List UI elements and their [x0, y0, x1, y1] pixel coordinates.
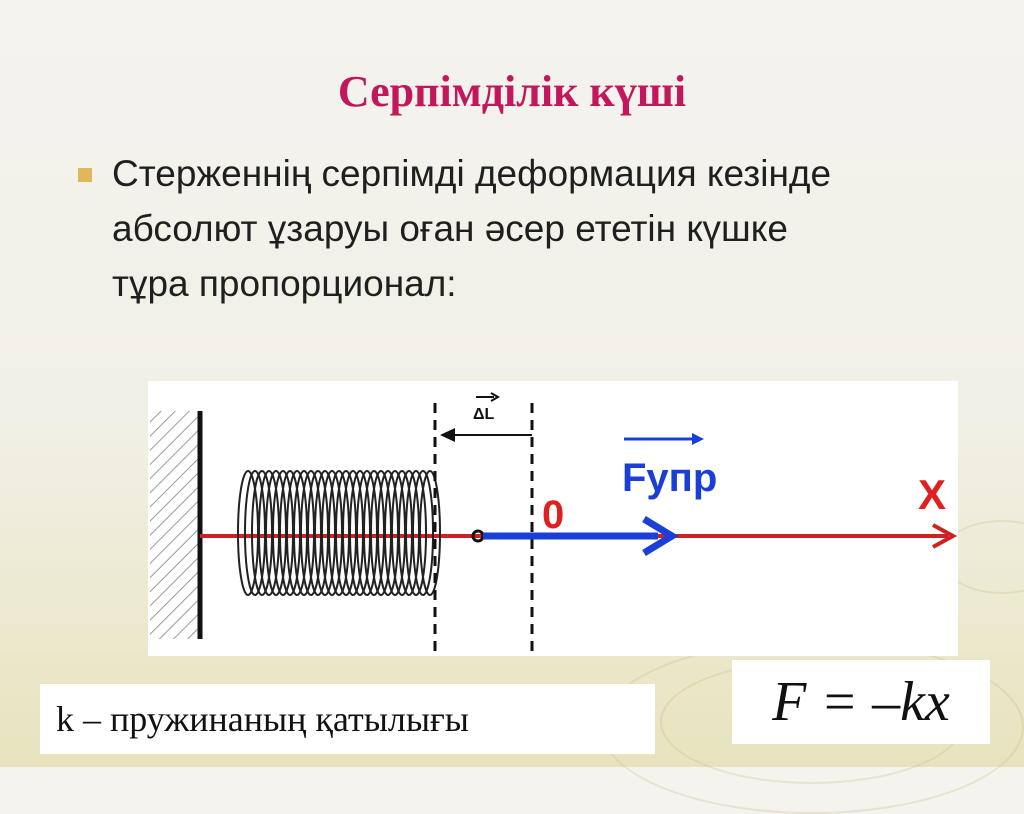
delta-arrowhead	[440, 428, 455, 442]
slide-title: Серпімділік күші	[337, 67, 687, 116]
origin-label: 0	[542, 493, 564, 537]
delta-label: ΔL	[473, 406, 495, 423]
force-label: Fупр	[622, 456, 717, 500]
x-axis-arrowhead	[932, 523, 958, 549]
force-arrowhead	[642, 516, 679, 556]
bullet-marker	[78, 168, 92, 182]
x-axis-label: X	[918, 471, 946, 518]
spring-diagram: ΔL Fупр 0 X	[148, 381, 958, 656]
bullet-text: Стерженнің серпімді деформация кезінде а…	[112, 153, 832, 304]
force-vector-bar-head	[692, 433, 704, 445]
stiffness-caption: k – пружинаның қатылығы	[40, 684, 655, 754]
spring-coil	[237, 470, 441, 596]
delta-vector-bar-head	[490, 392, 501, 402]
wall-hatch	[150, 411, 198, 639]
hooke-formula: F = –kx	[732, 660, 990, 744]
